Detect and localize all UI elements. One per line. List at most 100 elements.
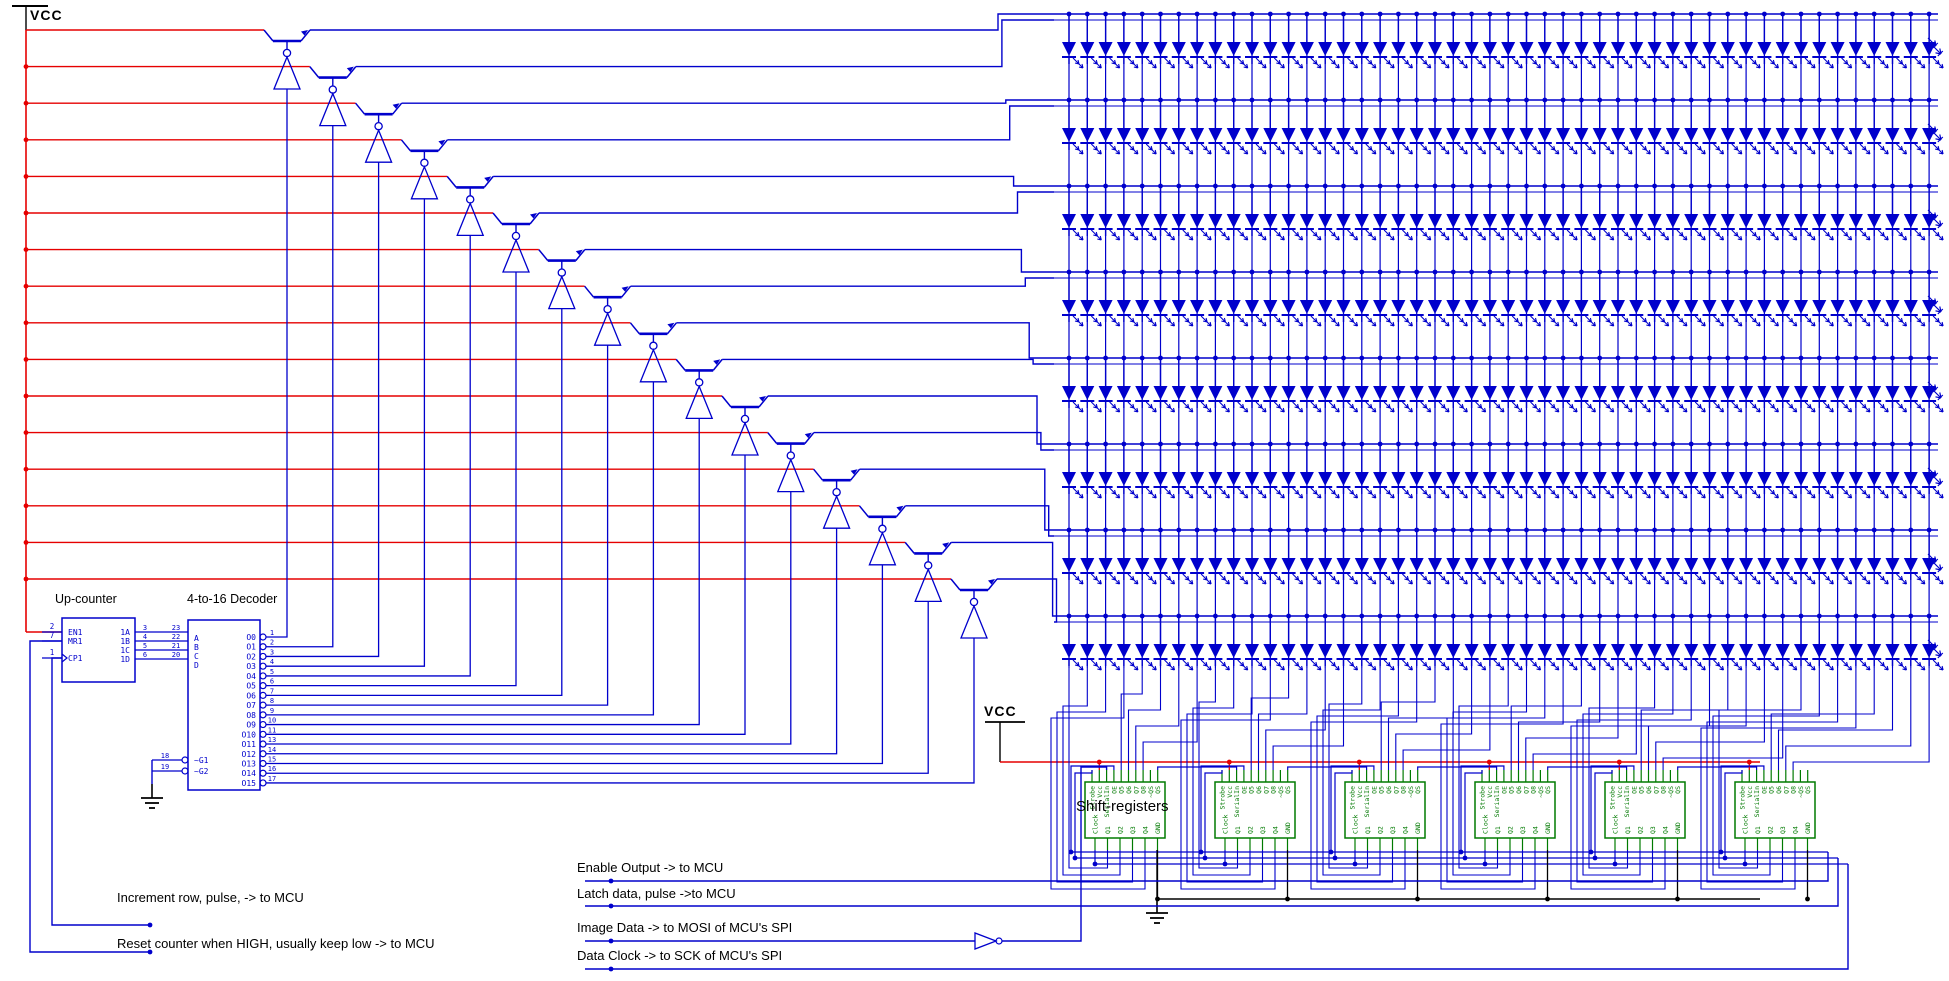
led-r1-c35	[1701, 99, 1725, 155]
svg-text:Strobe: Strobe	[1479, 786, 1487, 810]
row-inverter-14	[914, 553, 943, 603]
svg-text:Q8: Q8	[1400, 786, 1408, 794]
led-r5-c42	[1829, 443, 1853, 499]
led-r3-c31	[1628, 271, 1652, 327]
svg-text:Q8: Q8	[1530, 786, 1538, 794]
svg-text:Strobe: Strobe	[1219, 786, 1227, 810]
row-transistor-13	[858, 505, 906, 519]
led-r2-c11	[1262, 185, 1286, 241]
led-r1-c46	[1902, 99, 1926, 155]
led-r6-c44	[1866, 529, 1890, 585]
led-r1-c45	[1884, 99, 1908, 155]
svg-text:Q1: Q1	[1494, 826, 1502, 834]
svg-text:SerialIn: SerialIn	[1363, 786, 1371, 817]
svg-text:Q3: Q3	[1259, 826, 1267, 834]
led-r5-c18	[1390, 443, 1414, 499]
led-r0-c41	[1811, 13, 1835, 69]
led-r2-c13	[1298, 185, 1322, 241]
led-r7-c40	[1793, 615, 1816, 671]
led-r4-c47	[1921, 357, 1945, 413]
row-inverter-8	[639, 333, 668, 383]
column-to-register-wires	[1050, 668, 1930, 890]
led-r2-c32	[1646, 185, 1670, 241]
led-r0-c45	[1884, 13, 1908, 69]
row-transistor-10	[721, 395, 769, 409]
svg-text:OE: OE	[1760, 786, 1768, 794]
svg-text:Clock: Clock	[1742, 814, 1750, 834]
control-distribution	[1071, 851, 1848, 865]
led-r1-c28	[1573, 99, 1597, 155]
led-r4-c11	[1262, 357, 1286, 413]
svg-text:Q5: Q5	[1118, 786, 1126, 794]
svg-text:Vcc: Vcc	[1356, 786, 1364, 798]
led-r2-c43	[1847, 185, 1871, 241]
led-r5-c6	[1170, 443, 1194, 499]
led-r7-c43	[1847, 615, 1871, 671]
led-r4-c0	[1061, 357, 1084, 413]
led-r1-c39	[1774, 99, 1798, 155]
svg-text:O7: O7	[246, 701, 256, 710]
led-r6-c41	[1811, 529, 1835, 585]
led-r5-c12	[1280, 443, 1304, 499]
svg-text:16: 16	[268, 765, 276, 773]
led-r2-c23	[1481, 185, 1505, 241]
svg-text:14: 14	[268, 746, 276, 754]
led-r6-c37	[1738, 529, 1762, 585]
led-r0-c39	[1774, 13, 1798, 69]
led-r5-c16	[1353, 443, 1377, 499]
svg-text:1B: 1B	[120, 637, 130, 646]
led-r6-c42	[1829, 529, 1853, 585]
led-r3-c45	[1884, 271, 1908, 327]
svg-text:Q7: Q7	[1652, 786, 1660, 794]
led-r4-c42	[1829, 357, 1853, 413]
led-r4-c4	[1134, 357, 1158, 413]
led-r6-c31	[1628, 529, 1652, 585]
led-r3-c0	[1061, 271, 1084, 327]
svg-text:11: 11	[268, 726, 276, 734]
led-r5-c31	[1628, 443, 1652, 499]
led-r1-c36	[1719, 99, 1743, 155]
svg-text:19: 19	[161, 763, 169, 771]
svg-text:O15: O15	[242, 779, 257, 788]
row-transistor-0	[263, 29, 311, 43]
led-r0-c2	[1097, 13, 1121, 69]
row-inverter-4	[456, 187, 485, 237]
led-r2-c19	[1408, 185, 1432, 241]
led-r6-c22	[1463, 529, 1487, 585]
led-r6-c27	[1555, 529, 1579, 585]
led-r4-c21	[1445, 357, 1469, 413]
led-r6-c35	[1701, 529, 1725, 585]
led-r5-c28	[1573, 443, 1597, 499]
led-r0-c12	[1280, 13, 1304, 69]
led-r6-c15	[1335, 529, 1359, 585]
led-r0-c11	[1262, 13, 1286, 69]
row-transistor-4	[446, 175, 494, 189]
led-r5-c7	[1189, 443, 1213, 499]
row-inverter-3	[410, 150, 439, 200]
led-r0-c31	[1628, 13, 1652, 69]
led-r1-c38	[1756, 99, 1780, 155]
svg-text:O3: O3	[246, 662, 256, 671]
led-r7-c42	[1829, 615, 1853, 671]
led-r6-c10	[1244, 529, 1267, 585]
svg-text:SerialIn: SerialIn	[1753, 786, 1761, 817]
svg-text:Q7: Q7	[1262, 786, 1270, 794]
led-r4-c27	[1555, 357, 1579, 413]
led-r7-c27	[1555, 615, 1579, 671]
led-r2-c14	[1317, 185, 1341, 241]
svg-text:GND: GND	[1804, 822, 1812, 834]
led-r6-c2	[1097, 529, 1121, 585]
led-r6-c9	[1225, 529, 1249, 585]
led-r5-c22	[1463, 443, 1487, 499]
led-r6-c43	[1847, 529, 1871, 585]
svg-text:Q2: Q2	[1507, 826, 1515, 834]
led-r1-c11	[1262, 99, 1286, 155]
led-r2-c24	[1500, 185, 1524, 241]
led-r5-c1	[1079, 443, 1103, 499]
svg-text:O11: O11	[242, 740, 257, 749]
row-transistor-8	[629, 322, 677, 336]
